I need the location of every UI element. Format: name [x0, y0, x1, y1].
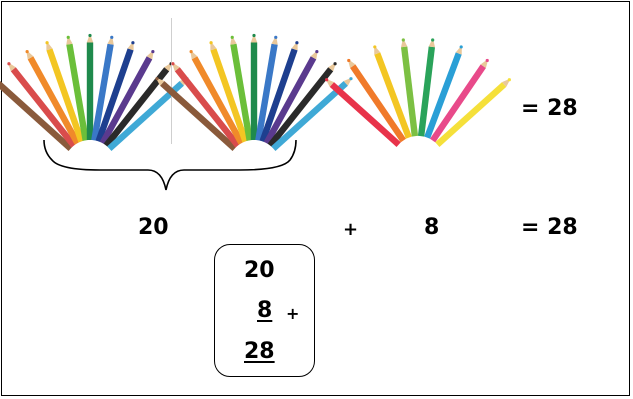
pencil-body: [230, 43, 253, 141]
pencil-lead: [347, 58, 351, 63]
pencil-body: [255, 43, 278, 141]
column-result-number: 28: [244, 339, 275, 364]
pencil-body: [271, 80, 348, 151]
plus-sign: +: [343, 219, 359, 240]
pencil-lead: [209, 41, 213, 45]
pencil-lead: [25, 50, 29, 54]
pencil-lead: [431, 38, 435, 42]
column-top-number: 20: [244, 258, 275, 283]
column-middle-number: 8: [257, 298, 273, 323]
pencil-fan-1: [0, 33, 189, 151]
pencil-body: [86, 42, 94, 140]
pencil-body: [400, 46, 419, 137]
pencil-body: [263, 56, 317, 145]
pencil-body: [27, 56, 81, 145]
pencil-body: [259, 48, 298, 143]
pencil-lead: [155, 77, 159, 81]
row1-equals: = 28: [521, 96, 578, 121]
pencil-fan-2: [155, 33, 353, 151]
pencil-body: [0, 80, 73, 151]
pencil-lead: [373, 45, 377, 49]
pencil-lead: [325, 78, 329, 82]
pencil-lead: [171, 62, 175, 66]
pencil-lead: [189, 50, 193, 54]
pencil-body: [191, 56, 245, 145]
pencil-lead: [507, 78, 511, 82]
pencil-lead: [252, 33, 256, 38]
pencil-lead: [7, 62, 11, 66]
pencil-lead: [151, 50, 155, 54]
pencil-body: [107, 80, 184, 151]
pencil-lead: [295, 41, 299, 45]
pencil-body: [430, 64, 486, 143]
pencil-body: [417, 46, 436, 137]
pencil-body: [329, 82, 401, 147]
grouping-brace: [43, 139, 297, 191]
pencil-tip: [86, 33, 94, 43]
pencil-lead: [459, 45, 463, 49]
pencil-body: [99, 56, 153, 145]
tens-number: 20: [138, 215, 169, 240]
pencil-body: [160, 80, 237, 151]
pencil-body: [424, 52, 462, 139]
pencil-body: [250, 42, 258, 140]
group-divider: [171, 18, 172, 144]
pencil-body: [66, 43, 89, 141]
pencil-lead: [230, 35, 234, 39]
pencil-lead: [110, 35, 114, 39]
pencil-body: [374, 52, 412, 139]
pencil-lead: [88, 33, 92, 38]
pencil-body: [267, 67, 334, 148]
pencil-lead: [333, 62, 337, 66]
pencil-lead: [485, 58, 489, 63]
pencil-body: [350, 64, 406, 143]
pencil-lead: [315, 50, 319, 54]
pencil-lead: [131, 41, 135, 45]
ones-number: 8: [424, 215, 440, 240]
pencil-body: [435, 82, 507, 147]
pencil-lead: [66, 35, 70, 39]
column-addition-box: [214, 244, 315, 377]
pencil-body: [103, 67, 170, 148]
pencil-fan-3: [325, 37, 511, 147]
pencil-lead: [274, 35, 278, 39]
pencil-body: [10, 67, 77, 148]
pencil-body: [210, 48, 249, 143]
pencil-body: [91, 43, 114, 141]
row2-equals: = 28: [521, 215, 578, 240]
pencil-body: [174, 67, 241, 148]
pencil-lead: [45, 41, 49, 45]
pencil-body: [46, 48, 85, 143]
column-plus-sign: +: [286, 304, 300, 323]
pencil-lead: [349, 77, 353, 81]
pencil-body: [95, 48, 134, 143]
pencil-lead: [401, 38, 405, 42]
pencil-tip: [250, 33, 258, 43]
